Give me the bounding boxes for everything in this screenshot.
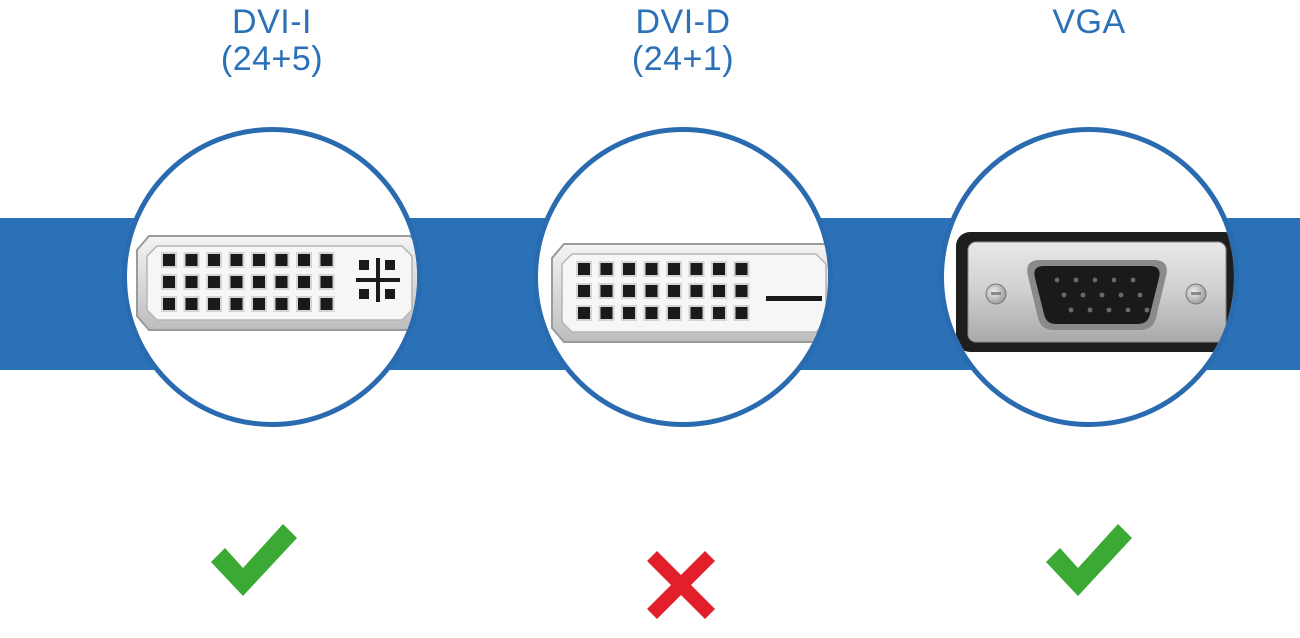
port-label: VGA	[929, 4, 1249, 41]
pin	[1144, 307, 1150, 313]
pin	[185, 254, 198, 266]
pin	[1106, 307, 1112, 313]
pin	[163, 254, 175, 266]
pin-grid	[1054, 277, 1150, 313]
port-dvi-i: DVI-I (24+5)	[112, 0, 432, 638]
pin	[578, 263, 590, 275]
pin	[690, 263, 703, 275]
pin	[713, 285, 725, 297]
pin	[1118, 292, 1124, 298]
port-name: DVI-I	[232, 3, 312, 41]
pin	[623, 263, 635, 275]
pin	[690, 285, 703, 297]
pin	[185, 276, 198, 288]
pin	[253, 276, 265, 288]
pin	[668, 285, 680, 297]
pin	[578, 307, 590, 319]
analog-cross-pins	[356, 258, 400, 302]
pin	[735, 285, 748, 297]
pin	[163, 298, 175, 310]
pin	[623, 285, 635, 297]
connector-circle	[939, 127, 1239, 427]
pin	[600, 263, 613, 275]
pin	[320, 254, 333, 266]
connector-circle	[533, 127, 833, 427]
pin	[645, 263, 658, 275]
pin	[1111, 277, 1117, 283]
pin	[690, 307, 703, 319]
pin	[578, 285, 590, 297]
pin	[230, 276, 243, 288]
pin	[163, 276, 175, 288]
pin	[275, 276, 288, 288]
dvi-d-connector-image	[551, 243, 828, 343]
port-pins: (24+5)	[220, 39, 324, 78]
port-dvi-d: DVI-D (24+1)	[523, 0, 843, 638]
port-vga: VGA	[929, 0, 1249, 638]
pin	[1125, 307, 1131, 313]
pin	[1092, 277, 1098, 283]
pin	[735, 263, 748, 275]
pin	[668, 307, 680, 319]
pin	[230, 298, 243, 310]
pin	[298, 254, 310, 266]
pin	[298, 298, 310, 310]
pin	[1068, 307, 1074, 313]
pin	[208, 298, 220, 310]
port-name: DVI-D	[635, 3, 731, 41]
dvi-i-connector-image	[136, 235, 417, 331]
pin	[668, 263, 680, 275]
vga-connector-image	[956, 232, 1234, 352]
port-label: DVI-I (24+5)	[112, 4, 432, 77]
connector-circle	[122, 127, 422, 427]
check-icon	[207, 518, 299, 603]
port-pins: (24+1)	[631, 39, 735, 78]
pin	[600, 307, 613, 319]
pin	[1099, 292, 1105, 298]
pin	[1054, 277, 1060, 283]
pin	[623, 307, 635, 319]
pin	[253, 254, 265, 266]
pin	[1087, 307, 1093, 313]
check-icon	[1042, 518, 1134, 603]
pin	[320, 276, 333, 288]
pin	[645, 307, 658, 319]
pin	[208, 254, 220, 266]
flat-pin	[766, 296, 822, 301]
pin	[713, 307, 725, 319]
cross-icon	[641, 545, 721, 630]
pin-grid	[576, 261, 750, 321]
pin	[1130, 277, 1136, 283]
pin	[320, 298, 333, 310]
pin	[1061, 292, 1067, 298]
pin-grid	[161, 252, 335, 312]
pin	[713, 263, 725, 275]
port-label: DVI-D (24+1)	[523, 4, 843, 77]
pin	[1137, 292, 1143, 298]
pin	[735, 307, 748, 319]
pin	[645, 285, 658, 297]
pin	[253, 298, 265, 310]
pin	[1073, 277, 1079, 283]
pin	[298, 276, 310, 288]
pin	[1080, 292, 1086, 298]
pin	[275, 254, 288, 266]
pin	[600, 285, 613, 297]
pin	[185, 298, 198, 310]
pin	[230, 254, 243, 266]
pin	[208, 276, 220, 288]
port-name: VGA	[1052, 3, 1126, 41]
pin	[275, 298, 288, 310]
